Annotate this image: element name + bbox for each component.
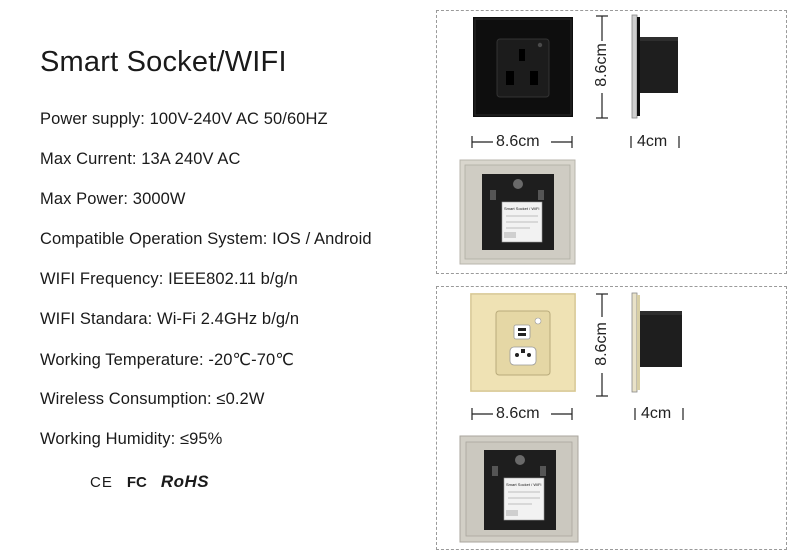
black-back-label-title: Smart Socket / WiFi: [504, 206, 540, 211]
black-socket-front-image: [473, 17, 573, 117]
gold-back-label-title: Smart Socket / WiFi: [506, 482, 542, 487]
black-depth-label: 4cm: [637, 133, 668, 150]
black-height-label: 8.6cm: [593, 43, 610, 87]
spec-working-temperature: Working Temperature: -20℃-70℃: [40, 351, 294, 369]
spec-max-current: Max Current: 13A 240V AC: [40, 150, 241, 168]
spec-max-power: Max Power: 3000W: [40, 190, 186, 208]
black-socket-panel: [436, 10, 787, 274]
gold-depth-dimension-line: [634, 408, 684, 420]
black-socket-side-image: [631, 14, 678, 119]
spec-wireless-consumption: Wireless Consumption: ≤0.2W: [40, 390, 265, 408]
spec-compatible-os: Compatible Operation System: IOS / Andro…: [40, 230, 372, 248]
gold-depth-label: 4cm: [641, 405, 672, 422]
gold-width-dimension-line: [471, 408, 573, 420]
black-socket-back-image: [459, 159, 576, 265]
certification-logos: CE FC RoHS: [90, 472, 209, 492]
spec-wifi-frequency: WIFI Frequency: IEEE802.11 b/g/n: [40, 270, 298, 288]
black-width-dimension-line: [471, 136, 573, 148]
gold-socket-back-image: [459, 435, 579, 543]
black-height-dimension-line: [596, 15, 608, 119]
rohs-logo: RoHS: [160, 472, 210, 491]
product-title: Smart Socket/WIFI: [40, 46, 287, 78]
gold-width-label: 8.6cm: [496, 405, 540, 422]
black-width-label: 8.6cm: [496, 133, 540, 150]
fc-logo: FC: [126, 473, 147, 491]
gold-socket-front-image: [470, 293, 576, 392]
gold-socket-side-image: [631, 292, 682, 393]
spec-working-humidity: Working Humidity: ≤95%: [40, 430, 223, 448]
spec-power-supply: Power supply: 100V-240V AC 50/60HZ: [40, 110, 328, 128]
ce-logo: CE: [90, 473, 113, 491]
gold-socket-panel: [436, 286, 787, 550]
gold-height-dimension-line: [596, 293, 608, 397]
spec-wifi-standard: WIFI Standara: Wi-Fi 2.4GHz b/g/n: [40, 310, 300, 328]
gold-height-label: 8.6cm: [593, 322, 610, 366]
black-depth-dimension-line: [630, 136, 680, 148]
